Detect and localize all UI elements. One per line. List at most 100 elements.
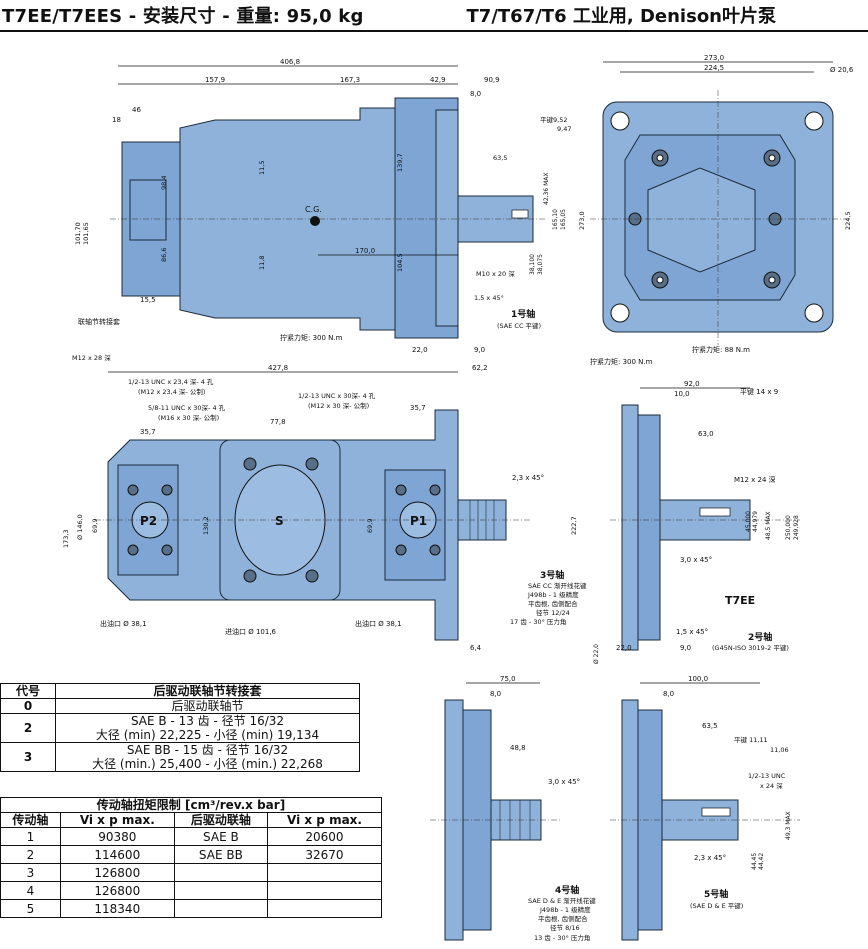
s2-dim-22: 22,0 bbox=[616, 644, 632, 652]
dim-46: 46 bbox=[132, 106, 141, 114]
table-cell: 3 bbox=[0, 863, 61, 882]
mv-dim-427: 427,8 bbox=[268, 364, 288, 372]
s1-dim-42: 42,36 MAX bbox=[543, 173, 550, 205]
table-cell: 126800 bbox=[59, 863, 175, 882]
mv-dim-146: Ø 146,0 bbox=[76, 514, 84, 540]
mv-dim-35-left: 35,7 bbox=[140, 428, 156, 436]
shaft4-view: 75,0 8,0 48,8 3,0 x 45° 4号轴 SAE D & E 渐开… bbox=[430, 675, 596, 942]
cg-label: C.G. bbox=[305, 205, 322, 214]
s1-dim-165a: 165,10 bbox=[552, 209, 559, 230]
mv-dim-69-left: 69,9 bbox=[91, 519, 99, 533]
coupling-code: 0 bbox=[0, 698, 56, 714]
table-cell: 126800 bbox=[59, 881, 175, 900]
s5-dim-49: 49,3 MAX bbox=[785, 811, 792, 840]
table-row: 3 SAE BB - 15 齿 - 径节 16/32 大径 (min.) 25,… bbox=[0, 742, 360, 772]
table-cell: 1 bbox=[0, 827, 61, 846]
outlet-right: 出油口 Ø 38,1 bbox=[355, 619, 402, 628]
fv-torque-right: 拧紧力矩: 88 N.m bbox=[692, 345, 750, 354]
s5-dim-63: 63,5 bbox=[702, 722, 718, 730]
torque-table-title: 传动轴扭矩限制 [cm³/rev.x bar] bbox=[0, 797, 382, 813]
port-s: S bbox=[275, 514, 284, 528]
callout-m12x28: M12 x 28 深 bbox=[72, 353, 111, 362]
shaft2-sub: (G45N-ISO 3019-2 平键) bbox=[712, 643, 789, 652]
coupling-header-desc: 后驱动联轴节转接套 bbox=[55, 683, 360, 699]
s2-dim-45b: 44,979 bbox=[752, 511, 759, 532]
s4-dim-75: 75,0 bbox=[500, 675, 516, 683]
fv-dim-273-side: 273,0 bbox=[578, 211, 586, 230]
dim-15-5: 15,5 bbox=[140, 296, 156, 304]
coupling-desc-line: 大径 (min.) 25,400 - 小径 (min.) 22,268 bbox=[92, 757, 323, 771]
table-cell bbox=[173, 863, 268, 882]
table-row: 1 90380 SAE B 20600 bbox=[0, 827, 383, 846]
s2-chamfer-1: 1,5 x 45° bbox=[676, 628, 708, 636]
mv-dim-62: 62,2 bbox=[472, 364, 488, 372]
table-cell: 118340 bbox=[59, 899, 175, 918]
table-cell bbox=[173, 899, 268, 918]
shaft4-line4: 径节 8/16 bbox=[550, 923, 580, 932]
s5-dim-8: 8,0 bbox=[663, 690, 674, 698]
dim-104: 104,5 bbox=[396, 253, 404, 272]
table-row: 4 126800 bbox=[0, 881, 383, 900]
shaft3-line2: J498b - 1 级精度 bbox=[527, 590, 579, 599]
callout-2: 5/8-11 UNC x 30深- 4 孔 bbox=[148, 403, 226, 412]
page-header: T7EE/T7EES - 安装尺寸 - 重量: 95,0 kg T7/T67/T… bbox=[0, 0, 868, 32]
table-row: 5 118340 bbox=[0, 899, 383, 918]
table-row: 3 126800 bbox=[0, 863, 383, 882]
s5-key-a: 平键 11,11 bbox=[734, 735, 768, 744]
torque-header: Vi x p max. bbox=[266, 812, 383, 828]
table-cell bbox=[266, 863, 383, 882]
shaft4-line5: 13 齿 - 30° 压力角 bbox=[534, 933, 590, 942]
mv-dim-173: 173,3 bbox=[62, 529, 70, 548]
s2-dim-9: 9,0 bbox=[680, 644, 691, 652]
shaft5-sub: (SAE D & E 平键) bbox=[690, 901, 743, 910]
coupling-code: 3 bbox=[0, 742, 56, 772]
dim-101-65: 101,65 bbox=[82, 222, 90, 245]
fv-dim-224-side: 224,5 bbox=[844, 211, 852, 230]
s2-dim-222: 222,7 bbox=[570, 516, 578, 535]
dim-42: 42,9 bbox=[430, 76, 446, 84]
table-row: 2 114600 SAE BB 32670 bbox=[0, 845, 383, 864]
shaft3-line3: 平齿根, 齿侧配合 bbox=[528, 599, 578, 608]
mv-dim-69-right: 69,9 bbox=[366, 519, 374, 533]
s4-chamfer: 3,0 x 45° bbox=[548, 778, 580, 786]
shaft4-title: 4号轴 bbox=[555, 884, 579, 896]
dim-11-5: 11,5 bbox=[258, 161, 266, 175]
table-cell: 20600 bbox=[266, 827, 383, 846]
outlet-left: 出油口 Ø 38,1 bbox=[100, 619, 147, 628]
dim-22: 22,0 bbox=[412, 346, 428, 354]
port-p1: P1 bbox=[410, 514, 427, 528]
coupling-desc-line: 大径 (min) 22,225 - 小径 (min) 19,134 bbox=[95, 728, 320, 742]
table-row: 2 SAE B - 13 齿 - 径节 16/32 大径 (min) 22,22… bbox=[0, 713, 360, 743]
s1-key-a: 平键9,52 bbox=[540, 115, 567, 124]
coupling-header-code: 代号 bbox=[0, 683, 56, 699]
s2-dim-48: 48,5 MAX bbox=[765, 511, 772, 540]
s2-key: 平键 14 x 9 bbox=[740, 387, 778, 396]
shaft5-view: 100,0 8,0 63,5 平键 11,11 11,06 1/2-13 UNC… bbox=[610, 675, 800, 941]
callout-3: 1/2-13 UNC x 30深- 4 孔 bbox=[298, 391, 376, 400]
dim-139: 139,7 bbox=[396, 153, 404, 172]
shaft4-line3: 平齿根, 齿侧配合 bbox=[538, 914, 588, 923]
table-cell bbox=[173, 881, 268, 900]
coupling-desc: SAE BB - 15 齿 - 径节 16/32 大径 (min.) 25,40… bbox=[55, 742, 360, 772]
mv-dim-6: 6,4 bbox=[470, 644, 482, 652]
dim-98: 98,4 bbox=[160, 176, 168, 190]
fv-dim-224-top: 224,5 bbox=[704, 64, 724, 72]
torque-header: 传动轴 bbox=[0, 812, 61, 828]
shaft1-title: 1号轴 bbox=[511, 308, 535, 320]
s4-dim-8: 8,0 bbox=[490, 690, 501, 698]
callout-1: 1/2-13 UNC x 23,4 深- 4 孔 bbox=[128, 377, 214, 386]
shaft4-line2: J498b - 1 级精度 bbox=[539, 905, 591, 914]
s2-dim-45a: 45,000 bbox=[745, 511, 752, 532]
coupling-desc: 后驱动联轴节 bbox=[55, 698, 360, 714]
s4-dim-48: 48,8 bbox=[510, 744, 526, 752]
table-cell: SAE B bbox=[173, 827, 268, 846]
s2-thread: M12 x 24 深 bbox=[734, 475, 776, 484]
s1-chamfer: 1,5 x 45° bbox=[474, 294, 504, 302]
mv-dim-130: 130,2 bbox=[202, 516, 210, 535]
s5-dim-44a: 44,45 bbox=[751, 853, 758, 870]
s2-dim-250a: 250,000 bbox=[785, 515, 792, 540]
dim-406: 406,8 bbox=[280, 58, 300, 66]
table-cell: 114600 bbox=[59, 845, 175, 864]
s5-chamfer: 2,3 x 45° bbox=[694, 854, 726, 862]
coupling-code: 2 bbox=[0, 713, 56, 743]
